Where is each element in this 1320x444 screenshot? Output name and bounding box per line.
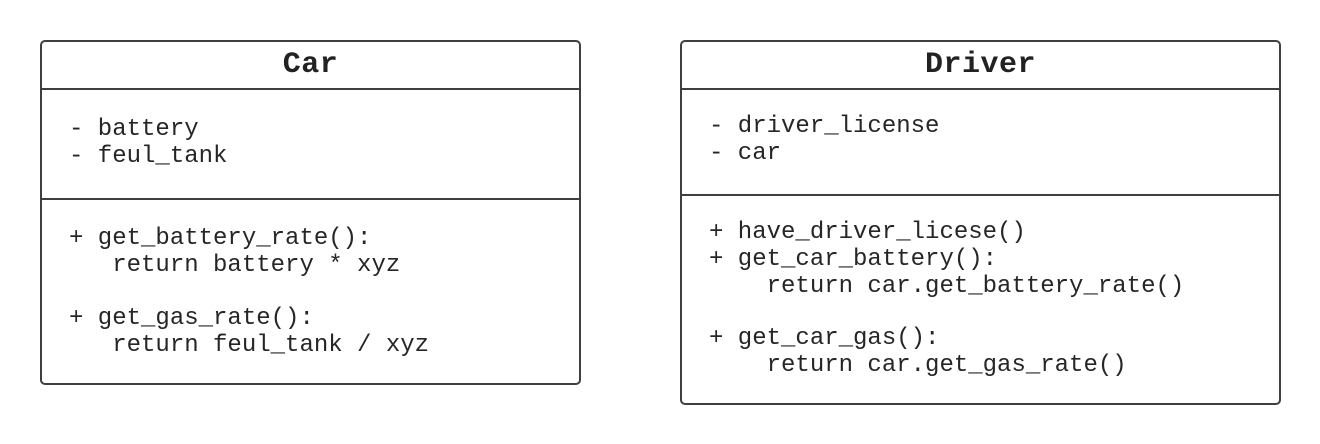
method-get-battery-rate: + get_battery_rate():: [69, 225, 372, 252]
method-get-car-battery: + get_car_battery():: [709, 246, 998, 273]
attribute-battery: - battery: [69, 116, 199, 143]
class-box-car[interactable]: Car - battery - feul_tank + get_battery_…: [40, 40, 581, 385]
attribute-driver-license: - driver_license: [709, 113, 940, 140]
class-name-car: Car: [42, 42, 579, 90]
method-body-get-car-gas: return car.get_gas_rate(): [709, 352, 1127, 379]
method-get-car-gas: + get_car_gas():: [709, 325, 940, 352]
methods-section-driver: + have_driver_licese() + get_car_battery…: [682, 196, 1279, 403]
method-have-driver-licese: + have_driver_licese(): [709, 219, 1026, 246]
attribute-feul-tank: - feul_tank: [69, 143, 228, 170]
class-name-driver: Driver: [682, 42, 1279, 90]
attributes-section-driver: - driver_license - car: [682, 90, 1279, 196]
method-body-get-battery-rate: return battery * xyz: [69, 252, 401, 279]
class-box-driver[interactable]: Driver - driver_license - car + have_dri…: [680, 40, 1281, 405]
attributes-section-car: - battery - feul_tank: [42, 90, 579, 200]
method-body-get-car-battery: return car.get_battery_rate(): [709, 273, 1185, 300]
attribute-car: - car: [709, 140, 782, 167]
method-body-get-gas-rate: return feul_tank / xyz: [69, 332, 430, 359]
method-get-gas-rate: + get_gas_rate():: [69, 305, 314, 332]
methods-section-car: + get_battery_rate(): return battery * x…: [42, 200, 579, 383]
